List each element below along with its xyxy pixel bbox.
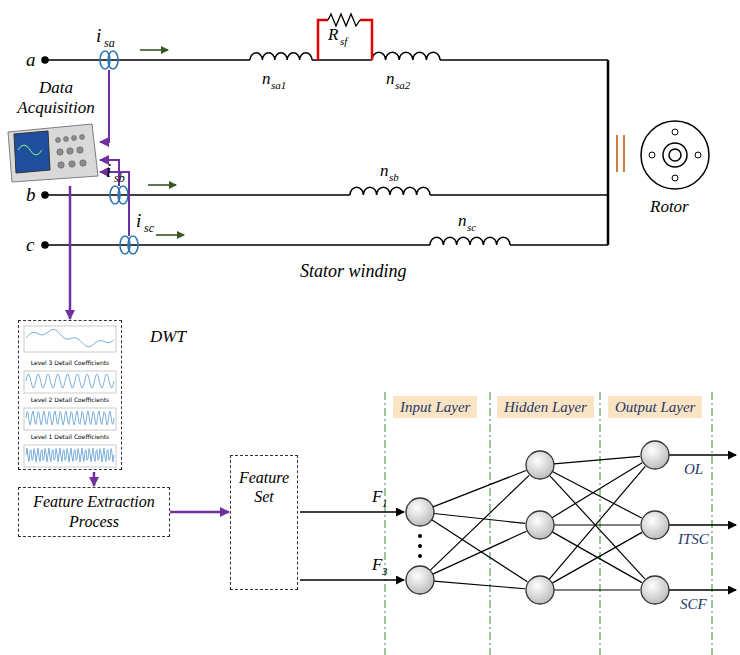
- node-text: Feature Set: [231, 456, 297, 506]
- link: [554, 589, 640, 590]
- neuron: [406, 498, 434, 526]
- label: DWT: [150, 328, 186, 345]
- label: sb: [114, 172, 125, 184]
- neuron: [406, 566, 434, 594]
- coil: [430, 237, 510, 245]
- dwt-plot-box: Level 3 Detail CoefficientsLevel 2 Detai…: [18, 320, 122, 470]
- node-text: Input Layer: [400, 398, 470, 416]
- node-text: Feature Extraction Process: [19, 488, 169, 536]
- current-arrows: [140, 50, 184, 235]
- link: [549, 466, 645, 579]
- neuron: [641, 576, 669, 604]
- label: Rotor: [650, 198, 689, 215]
- wave-trace: [26, 330, 114, 347]
- link: [552, 471, 641, 518]
- link: [554, 456, 640, 463]
- node-text: Level 2 Detail Coefficients: [19, 397, 121, 403]
- probe-wires: [100, 70, 129, 236]
- neurons: [406, 441, 669, 604]
- neuron: [526, 576, 554, 604]
- node-text: Level 3 Detail Coefficients: [19, 360, 121, 366]
- label: 1: [382, 498, 388, 509]
- label: sa: [104, 37, 115, 49]
- label: sc: [144, 222, 154, 234]
- link: [434, 581, 525, 589]
- resistor-symbol: [328, 14, 360, 26]
- wave-trace: [26, 448, 114, 462]
- link: [552, 532, 642, 583]
- label: i: [106, 161, 111, 180]
- label: n: [380, 162, 389, 179]
- neuron: [526, 511, 554, 539]
- label: R: [328, 26, 338, 43]
- link: [433, 531, 527, 574]
- label: sf: [340, 36, 347, 47]
- feature-set-box: Feature Set: [230, 455, 298, 590]
- link: [434, 514, 525, 524]
- wave-trace: [26, 374, 114, 388]
- link: [552, 532, 642, 583]
- output-class: ITSC: [678, 532, 709, 547]
- label: F: [372, 556, 382, 573]
- link: [554, 524, 640, 525]
- coil: [372, 52, 440, 60]
- label: Stator winding: [300, 262, 407, 280]
- layer-header: Output Layer: [608, 396, 702, 418]
- neuron: [526, 451, 554, 479]
- node-text: Output Layer: [615, 398, 695, 416]
- label: i: [136, 211, 141, 230]
- label: n: [458, 212, 467, 229]
- flow-arrow: [93, 472, 96, 486]
- plot-axes: [24, 408, 116, 430]
- neuron: [641, 441, 669, 469]
- neuron: [641, 511, 669, 539]
- layer-dividers: [385, 392, 712, 655]
- link: [432, 520, 528, 582]
- acquisition-block: Data Acquisition: [8, 78, 104, 184]
- stator-wires: [42, 57, 608, 248]
- plot-axes: [24, 445, 116, 467]
- label: i: [96, 26, 101, 45]
- link: [430, 475, 529, 570]
- link: [433, 470, 526, 506]
- label: F: [372, 488, 382, 505]
- label: n: [262, 70, 271, 87]
- label: sa2: [395, 80, 410, 91]
- node-text: Data Acquisition: [8, 78, 104, 117]
- current-probes: [100, 51, 138, 254]
- plot-axes: [24, 326, 116, 352]
- rotor-symbol: [617, 121, 709, 189]
- output-arrows: [669, 455, 736, 590]
- label: a: [26, 50, 36, 69]
- label: sa1: [271, 80, 286, 91]
- node-text: Hidden Layer: [504, 398, 587, 416]
- output-class: OL: [684, 462, 703, 477]
- layer-header: Input Layer: [393, 396, 477, 418]
- label: n: [386, 70, 395, 87]
- link: [552, 463, 642, 518]
- label: b: [26, 185, 36, 204]
- coil-windings: [250, 52, 510, 245]
- flow-arrow: [170, 511, 229, 514]
- label: c: [26, 235, 34, 254]
- coil: [250, 53, 312, 60]
- label: sc: [467, 222, 476, 233]
- plot-axes: [24, 371, 116, 393]
- label: 3: [382, 566, 388, 577]
- coil: [350, 187, 430, 195]
- process-box: Feature Extraction Process: [18, 487, 170, 537]
- fault-path: [318, 20, 372, 60]
- oscilloscope: [8, 124, 98, 182]
- layer-header: Hidden Layer: [497, 396, 594, 418]
- ellipsis-dots: [418, 534, 422, 558]
- node-text: Level 1 Detail Coefficients: [19, 434, 121, 440]
- flow-arrow: [69, 186, 72, 319]
- output-class: SCF: [680, 597, 707, 612]
- label: sb: [389, 172, 399, 183]
- wave-trace: [26, 411, 114, 425]
- input-arrows: [300, 512, 404, 580]
